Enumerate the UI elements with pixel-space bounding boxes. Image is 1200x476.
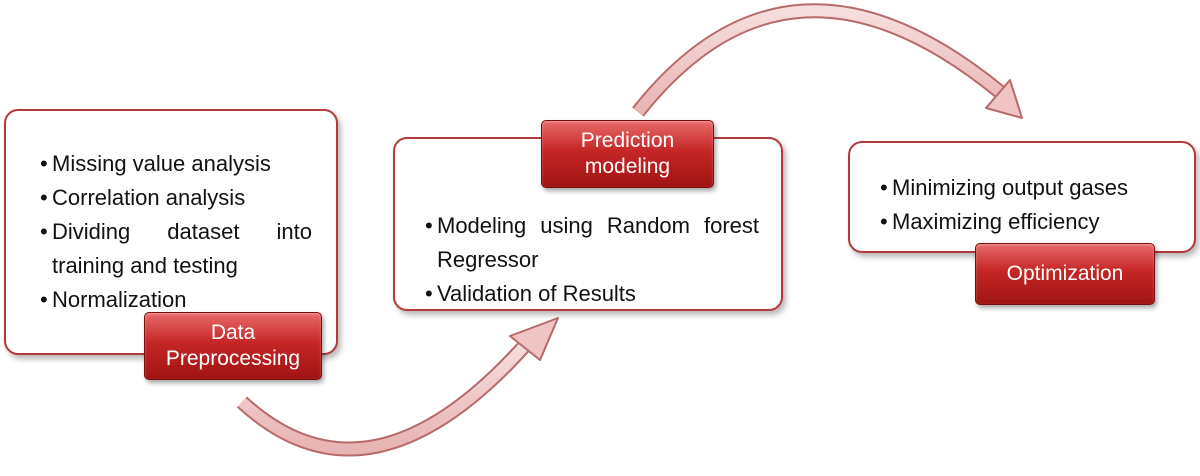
label-optimization: Optimization <box>975 243 1155 305</box>
label-data-preprocessing: Data Preprocessing <box>144 312 322 380</box>
step-box-modeling: Modeling using Random forest Regressor V… <box>393 137 783 311</box>
list-item: Missing value analysis <box>40 147 312 181</box>
list-item: Modeling using Random forest Regressor <box>425 209 759 277</box>
arrow-preprocessing-to-modeling <box>236 317 559 457</box>
step-box-optimization: Minimizing output gases Maximizing effic… <box>848 141 1196 253</box>
list-item: Minimizing output gases <box>880 171 1174 205</box>
arrow-modeling-to-optimization <box>632 3 1023 119</box>
list-item: Correlation analysis <box>40 181 312 215</box>
list-item: Maximizing efficiency <box>880 205 1174 239</box>
list-item: Normalization <box>40 283 312 317</box>
modeling-list: Modeling using Random forest Regressor V… <box>425 209 759 311</box>
preprocessing-list: Missing value analysis Correlation analy… <box>40 147 312 317</box>
label-prediction-modeling: Prediction modeling <box>541 120 714 188</box>
optimization-list: Minimizing output gases Maximizing effic… <box>880 171 1174 239</box>
list-item: Validation of Results <box>425 277 759 311</box>
list-item: Dividing dataset into training and testi… <box>40 215 312 283</box>
